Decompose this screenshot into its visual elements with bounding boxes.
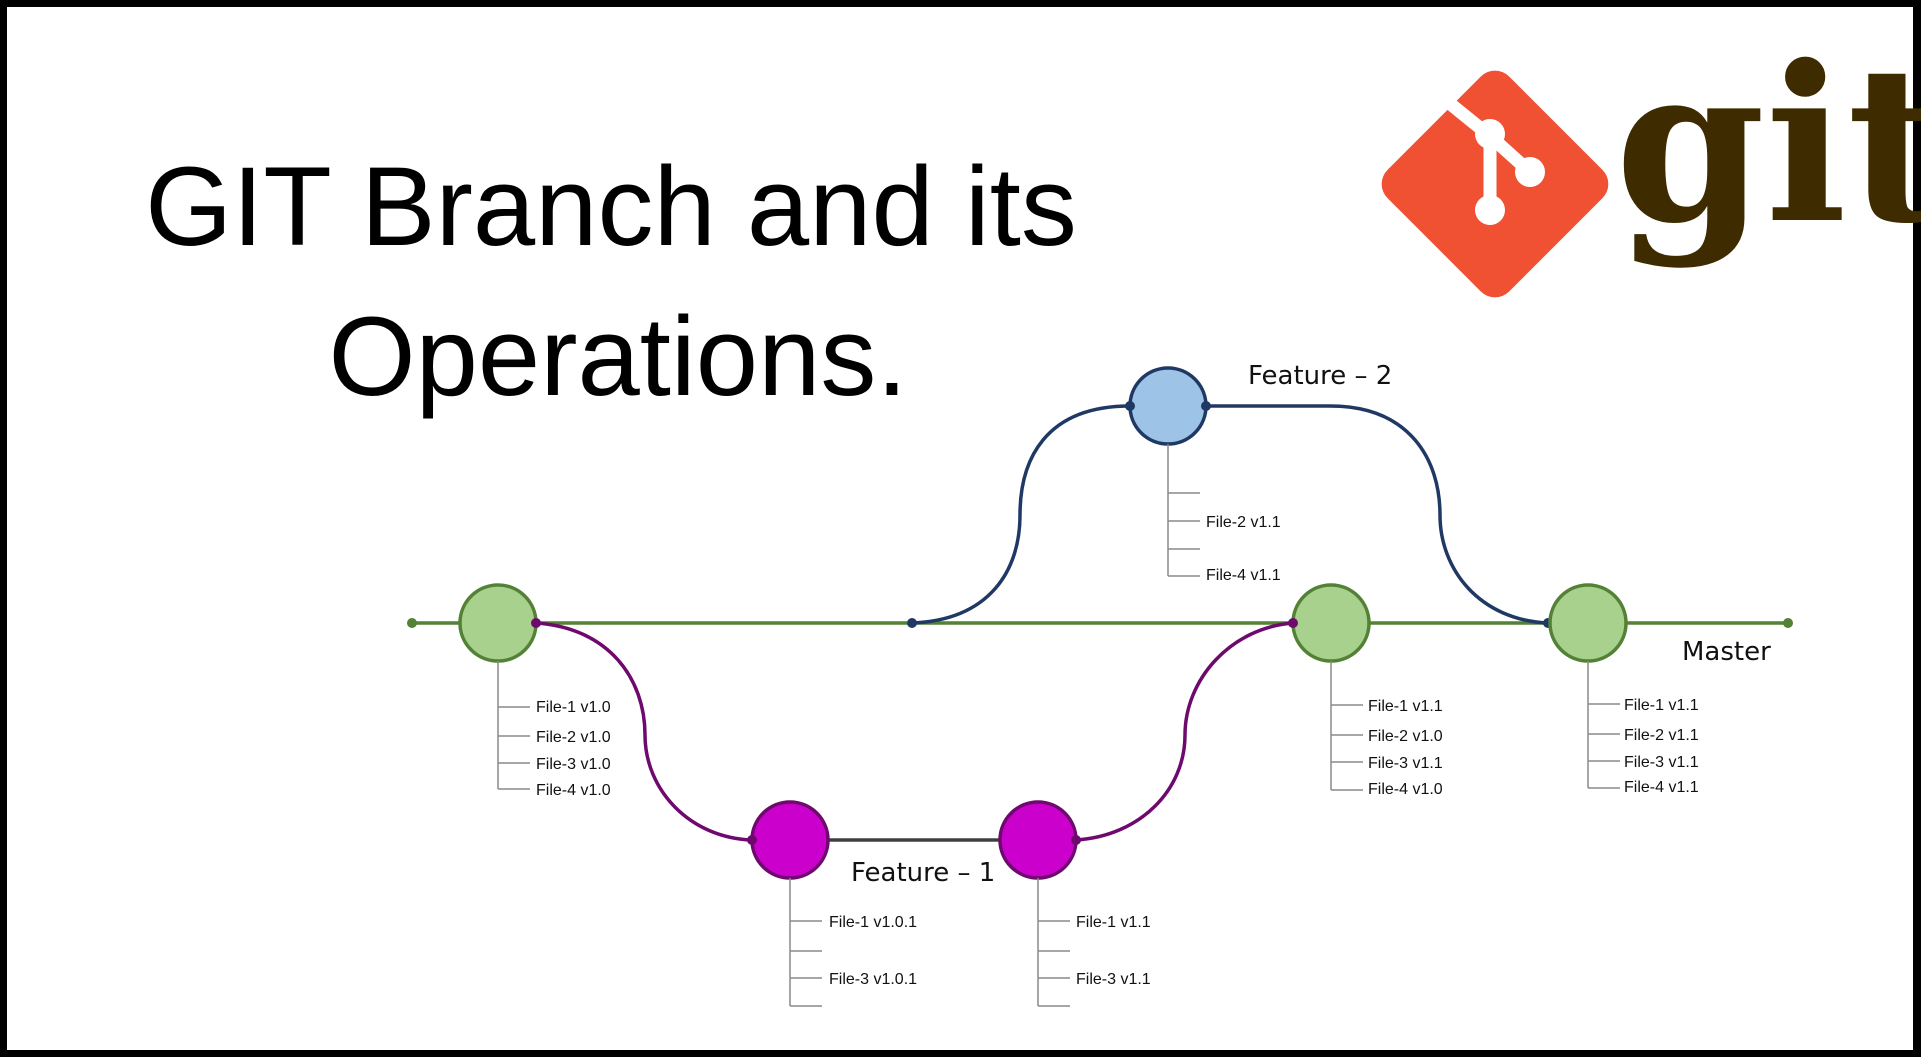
git-logo: git (1381, 18, 1921, 298)
file-label: File-1 v1.0.1 (829, 914, 917, 931)
file-label: File-3 v1.1 (1076, 971, 1151, 988)
file-tree-feature-2-a: File-2 v1.1 File-4 v1.1 (1167, 444, 1281, 584)
git-logo-icon (1381, 70, 1609, 298)
feature-2-node-left-dot (1125, 401, 1135, 411)
feature-1-branch-dot (531, 618, 541, 628)
file-label: File-3 v1.1 (1624, 754, 1699, 771)
feature-2-node-right-dot (1201, 401, 1211, 411)
file-label: File-2 v1.1 (1624, 727, 1699, 744)
branch-label-feature-1: Feature – 1 (851, 858, 995, 888)
commit-feature-1-a (750, 800, 830, 880)
commit-feature-2-a (1128, 366, 1208, 446)
file-tree-feature-1-b: File-1 v1.1 File-3 v1.1 (1037, 878, 1151, 1007)
file-label: File-3 v1.0.1 (829, 971, 917, 988)
file-label: File-1 v1.1 (1076, 914, 1151, 931)
file-label: File-4 v1.1 (1624, 779, 1699, 796)
commit-master-3 (1548, 583, 1628, 663)
master-start-dot (407, 618, 417, 628)
branch-label-feature-2: Feature – 2 (1248, 361, 1392, 391)
title-line-2: Operations. (329, 294, 908, 419)
feature-1-end-dot (1071, 835, 1081, 845)
branch-label-master: Master (1682, 637, 1771, 667)
feature-2-branch-line (911, 404, 1549, 625)
file-label: File-2 v1.1 (1206, 514, 1281, 531)
feature-1-merge-line (1075, 621, 1294, 842)
file-tree-master-3: File-1 v1.1 File-2 v1.1 File-3 v1.1 File… (1587, 661, 1699, 796)
file-label: File-3 v1.1 (1368, 755, 1443, 772)
commit-feature-1-b (998, 800, 1078, 880)
commit-master-2 (1291, 583, 1371, 663)
file-label: File-3 v1.0 (536, 756, 611, 773)
file-label: File-4 v1.0 (536, 782, 611, 799)
file-tree-master-1: File-1 v1.0 File-2 v1.0 File-3 v1.0 File… (497, 661, 611, 799)
master-end-dot (1783, 618, 1793, 628)
file-tree-feature-1-a: File-1 v1.0.1 File-3 v1.0.1 (789, 878, 917, 1007)
file-label: File-1 v1.1 (1368, 698, 1443, 715)
feature-1-branch-line (535, 621, 753, 842)
file-tree-master-2: File-1 v1.1 File-2 v1.0 File-3 v1.1 File… (1330, 661, 1443, 798)
commit-master-1 (458, 583, 538, 663)
title-line-1: GIT Branch and its (145, 144, 1077, 269)
file-label: File-4 v1.0 (1368, 781, 1443, 798)
feature-1-start-dot (747, 835, 757, 845)
feature-1-merge-dot (1288, 618, 1298, 628)
file-label: File-2 v1.0 (1368, 728, 1443, 745)
file-label: File-1 v1.0 (536, 699, 611, 716)
git-wordmark: git (1615, 18, 1921, 271)
file-label: File-1 v1.1 (1624, 697, 1699, 714)
file-label: File-2 v1.0 (536, 729, 611, 746)
feature-2-branch-start-dot (907, 618, 917, 628)
file-label: File-4 v1.1 (1206, 567, 1281, 584)
